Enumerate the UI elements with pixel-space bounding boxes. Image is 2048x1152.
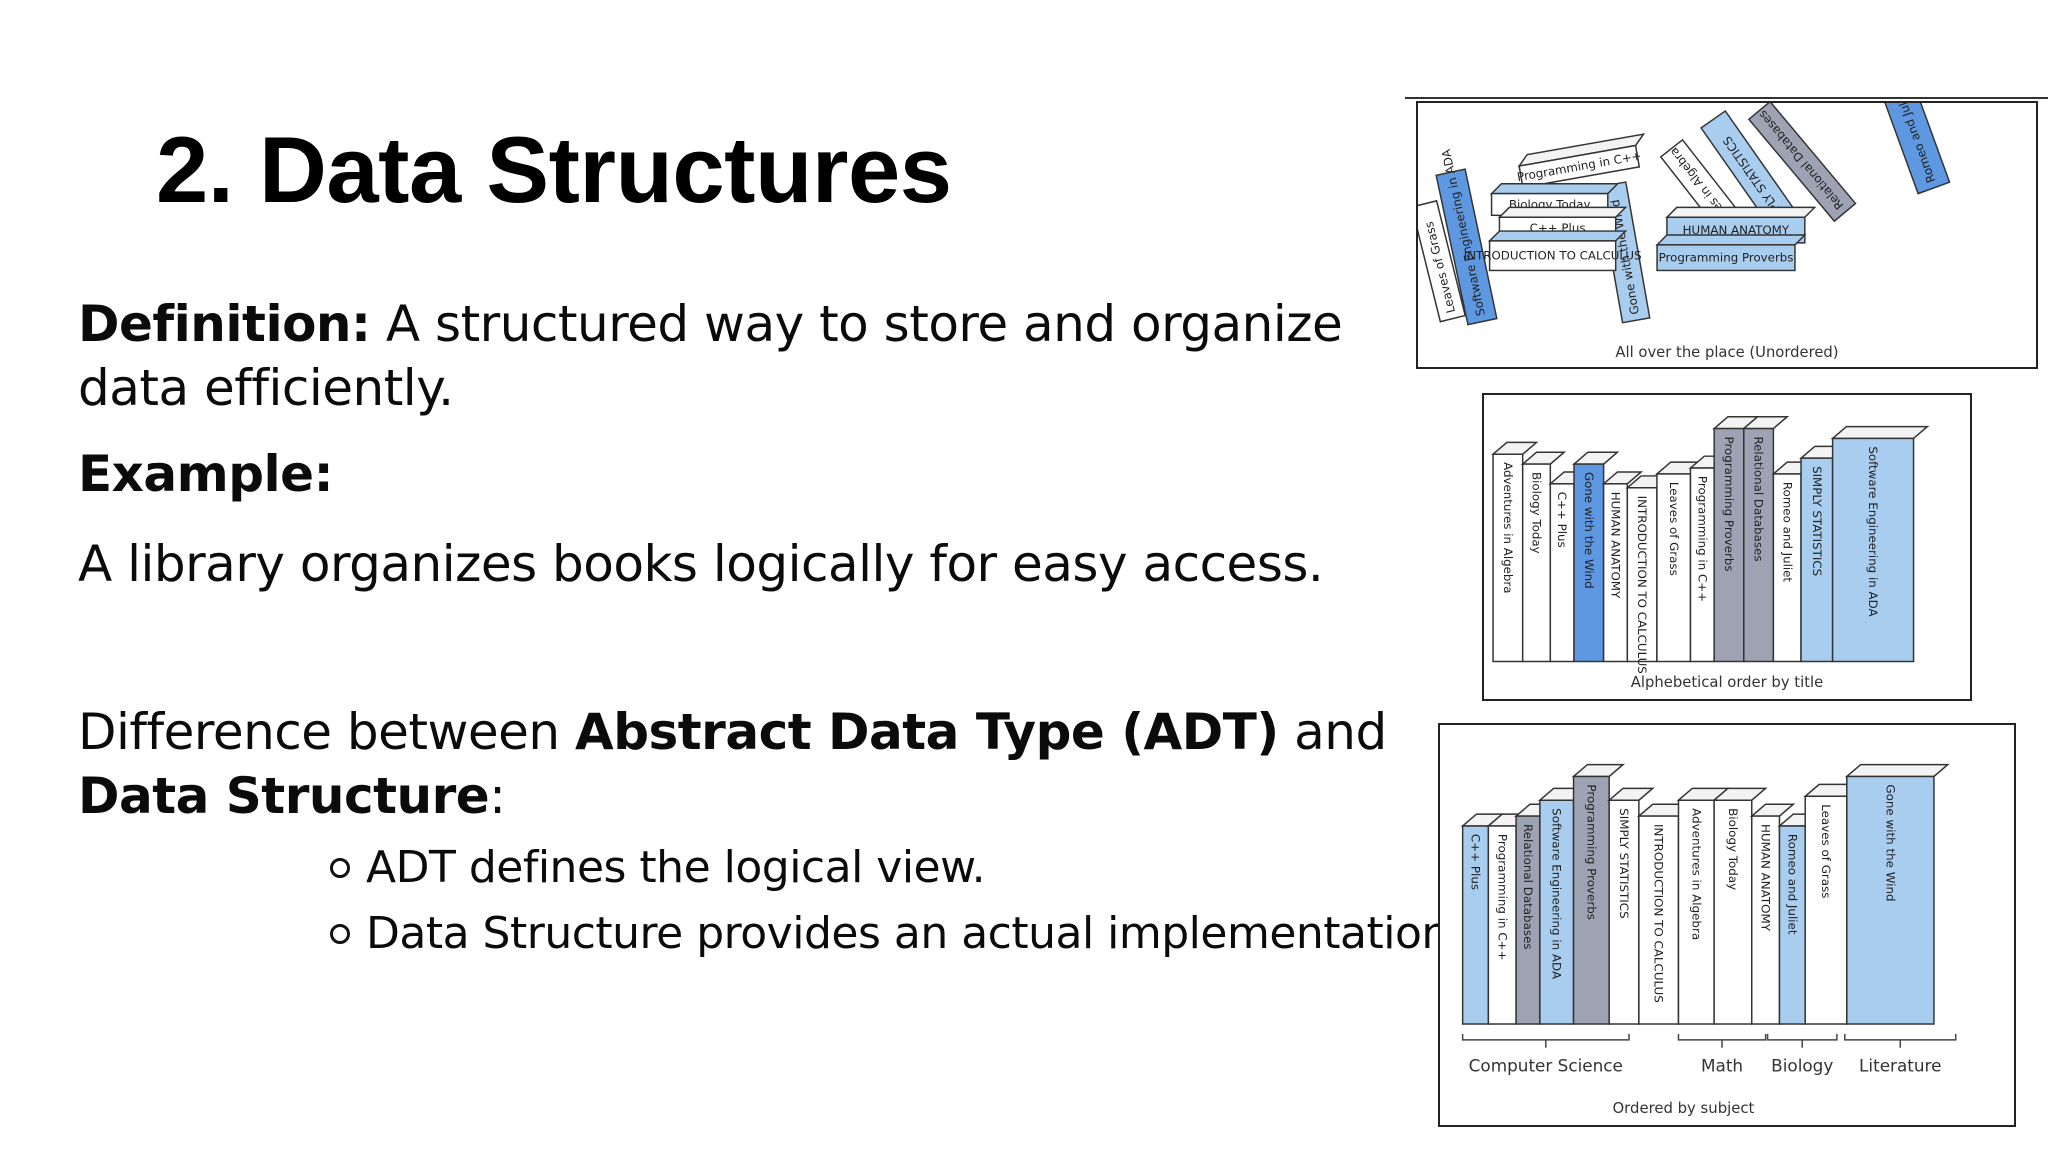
- diff-prefix: Difference between: [78, 703, 576, 761]
- subject-books-figure: C++ Plus Programming in C++ Relational Dat…: [1438, 723, 2016, 1127]
- book-spine-label: INTRODUCTION TO CALCULUS: [1652, 824, 1666, 1003]
- book-spine-label: Adventures in Algebra: [1689, 808, 1703, 940]
- definition-text: A structured way to store and organize d…: [78, 295, 1343, 417]
- book-spine-label: Programming Proverbs: [1584, 784, 1598, 920]
- book-spine-label: Leaves of Grass: [1667, 482, 1681, 576]
- book-spine-label: HUMAN ANATOMY: [1609, 492, 1623, 599]
- book-spine-label: Adventures in Algebra: [1501, 462, 1515, 593]
- book-spine-label: Biology Today: [1726, 808, 1740, 890]
- book-spine-label: SIMPLY STATISTICS: [1810, 466, 1824, 576]
- diff-and: and: [1278, 703, 1387, 761]
- book-spine-label: Software Engineering in ADA: [1550, 808, 1564, 980]
- book-software-engineering-in-ada: Software Engineering in ADA: [1830, 425, 1930, 663]
- book-romeo-and-juliet: Romeo and Juliet: [1771, 461, 1817, 663]
- book-romeo-and-juliet: Romeo and Juliet: [1871, 103, 1951, 195]
- subject-group-label: Biology: [1771, 1056, 1833, 1076]
- book-gone-with-the-wind: Gone with the Wind: [1844, 763, 1950, 1025]
- book-spine-label: INTRODUCTION TO CALCULUS: [1635, 496, 1649, 674]
- book-introduction-to-calculus: INTRODUCTION TO CALCULUS: [1464, 230, 1642, 272]
- subject-group-label: Literature: [1859, 1056, 1941, 1076]
- example-label: Example:: [78, 445, 334, 503]
- figure-caption: Alphebetical order by title: [1631, 674, 1823, 691]
- adt-term: Abstract Data Type (ADT): [575, 703, 1279, 761]
- book-spine-label: Software Engineering in ADA: [1866, 446, 1880, 616]
- book-adventures-in-algebra: Adventures in Algebra: [1676, 787, 1730, 1025]
- diff-suffix: :: [489, 767, 506, 825]
- subject-group-math: Math: [1677, 1033, 1767, 1076]
- subject-group-literature: Literature: [1844, 1033, 1957, 1076]
- book-biology-today: Biology Today: [1712, 787, 1768, 1025]
- subject-group-label: Computer Science: [1469, 1056, 1623, 1076]
- book-spine-label: Gone with the Wind: [1582, 472, 1596, 589]
- book-spine-label: Leaves of Grass: [1819, 804, 1833, 898]
- book-gone-with-the-wind: Gone with the Wind: [1572, 451, 1620, 663]
- figure-caption: Ordered by subject: [1613, 1099, 1755, 1117]
- example-text: A library organizes books logically for …: [78, 535, 1324, 593]
- book-spine-label: SIMPLY STATISTICS: [1617, 808, 1631, 918]
- hollow-circle-bullet-icon: [330, 858, 350, 878]
- book-spine-label: Romeo and Juliet: [1785, 834, 1799, 935]
- book-introduction-to-calculus: INTRODUCTION TO CALCULUS: [1636, 803, 1695, 1025]
- book-introduction-to-calculus: INTRODUCTION TO CALCULUS: [1625, 475, 1673, 674]
- alphabetical-books-figure: Adventures in Algebra Biology Today C++ Pl…: [1482, 393, 1972, 701]
- figure-caption: All over the place (Unordered): [1615, 344, 1838, 361]
- bullet-item-data-structure: Data Structure provides an actual implem…: [330, 901, 1463, 967]
- book-simply-statistics: SIMPLY STATISTICS: [1607, 787, 1655, 1025]
- book-spine-label: C++ Plus: [1555, 492, 1569, 548]
- book-spine-label: Relational Databases: [1521, 824, 1535, 950]
- book-programming-proverbs: Programming Proverbs: [1571, 763, 1626, 1025]
- definition-label: Definition:: [78, 295, 371, 353]
- book-romeo-and-juliet: Romeo and Juliet: [1777, 813, 1822, 1025]
- book-spine-label: Programming in C++: [1695, 476, 1709, 602]
- book-relational-databases: Relational Databases: [1741, 415, 1790, 663]
- book-c-plus: C++ Plus: [1548, 471, 1590, 663]
- subject-group-biology: Biology: [1766, 1033, 1838, 1076]
- subject-group-computer-science: Computer Science: [1461, 1033, 1630, 1076]
- book-programming-proverbs: Programming Proverbs: [1712, 415, 1760, 663]
- book-spine-label: HUMAN ANATOMY: [1683, 223, 1790, 237]
- bullet-list: ADT defines the logical view. Data Struc…: [330, 835, 1463, 967]
- book-spine-label: Programming Proverbs: [1722, 436, 1736, 571]
- subject-group-label: Math: [1701, 1056, 1743, 1076]
- book-spine-label: Programming in C++: [1495, 834, 1509, 961]
- data-structure-term: Data Structure: [78, 767, 490, 825]
- adt-vs-ds-paragraph: Difference between Abstract Data Type (A…: [78, 700, 1438, 828]
- bullet-item-adt: ADT defines the logical view.: [330, 835, 1462, 901]
- book-human-anatomy: HUMAN ANATOMY: [1601, 471, 1644, 663]
- subject-books-illustration: C++ Plus Programming in C++ Relational Dat…: [1460, 763, 1957, 1117]
- alphabetical-books-illustration: Adventures in Algebra Biology Today C++ Pl…: [1491, 415, 1930, 691]
- book-spine-label: Romeo and Juliet: [1780, 482, 1794, 583]
- hollow-circle-bullet-icon: [330, 924, 350, 944]
- book-programming-in-c: Programming in C++: [1486, 813, 1532, 1025]
- book-spine-label: INTRODUCTION TO CALCULUS: [1464, 249, 1642, 263]
- book-spine-label: Gone with the Wind: [1883, 784, 1897, 901]
- book-programming-in-c: Programming in C++: [1516, 133, 1646, 189]
- figure-top-rule: [1405, 97, 2048, 99]
- slide-title: 2. Data Structures: [156, 117, 952, 222]
- book-spine-label: Programming Proverbs: [1659, 251, 1794, 265]
- book-spine-label: HUMAN ANATOMY: [1759, 824, 1773, 932]
- book-human-anatomy: HUMAN ANATOMY: [1749, 803, 1796, 1025]
- definition-paragraph: Definition: A structured way to store an…: [78, 292, 1418, 420]
- book-biology-today: Biology Today: [1520, 451, 1567, 663]
- book-spine-label: C++ Plus: [1469, 834, 1483, 890]
- book-adventures-in-algebra: Adventures in Algebra: [1491, 441, 1539, 663]
- book-software-engineering-in-ada: Software Engineering in ADA: [1537, 787, 1590, 1025]
- book-programming-proverbs: Programming Proverbs: [1655, 234, 1807, 272]
- book-spine-label: Relational Databases: [1752, 436, 1766, 561]
- book-spine-label: Biology Today: [1530, 472, 1544, 554]
- book-leaves-of-grass: Leaves of Grass: [1803, 783, 1863, 1025]
- book-programming-in-c: Programming in C++: [1688, 455, 1730, 663]
